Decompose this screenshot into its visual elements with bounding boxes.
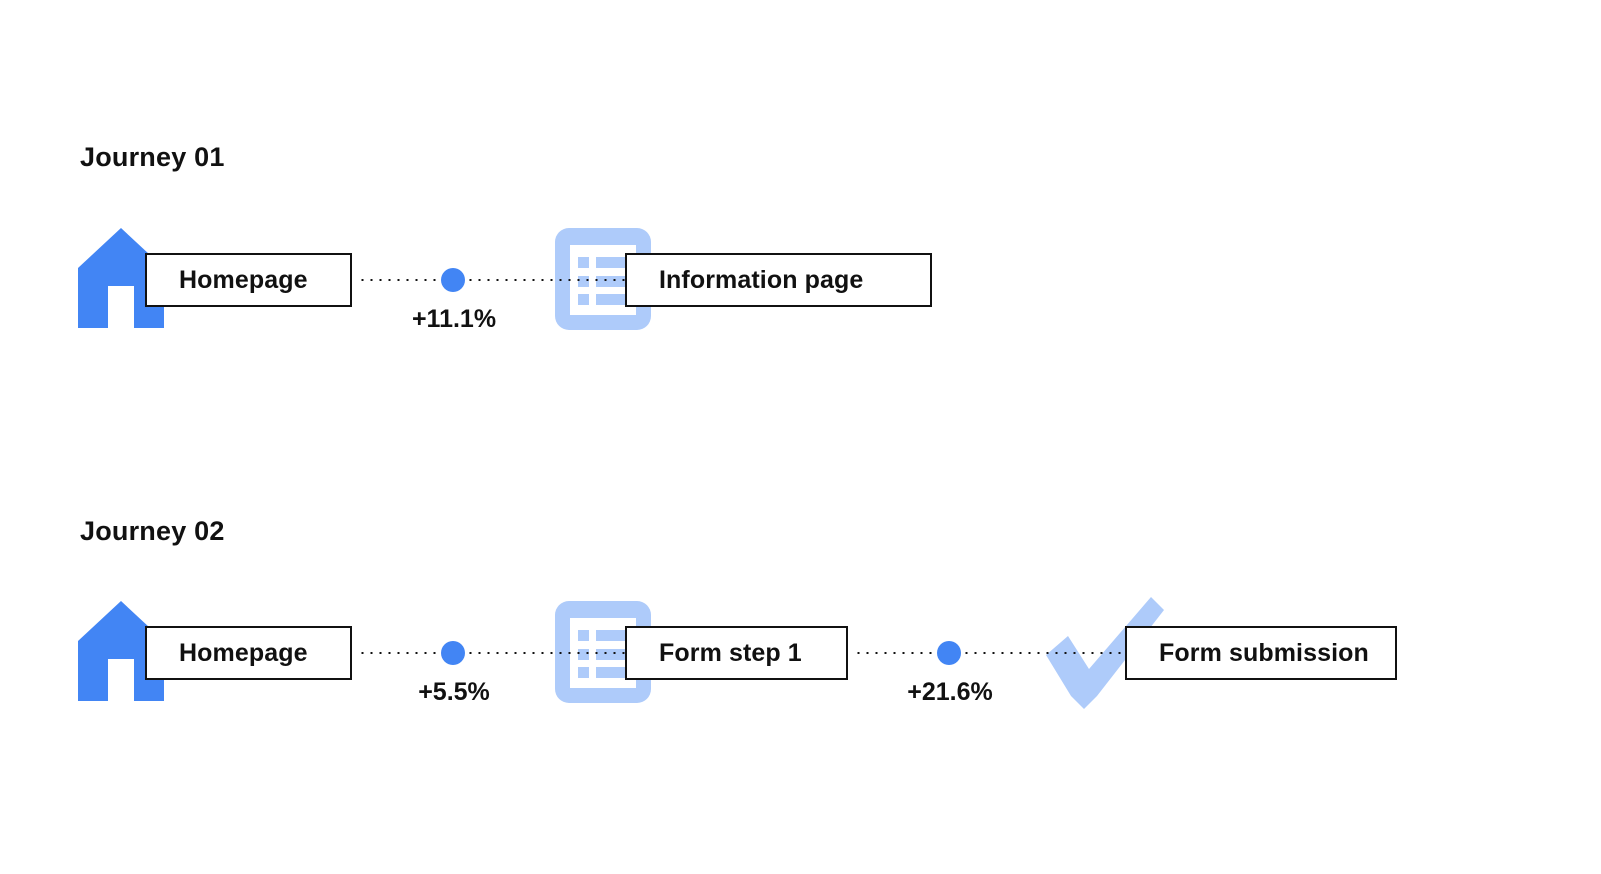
connector-line-journey-01-1 (358, 278, 626, 282)
node-form-submission-journey-02[interactable]: Form submission (1125, 626, 1397, 680)
connector-dot-journey-02-2[interactable] (937, 641, 961, 665)
journey-02-title: Journey 02 (80, 516, 225, 546)
node-label: Information page (659, 265, 864, 294)
house-icon (78, 601, 164, 701)
delta-label-journey-02-2: +21.6% (907, 678, 993, 706)
node-label: Form step 1 (659, 638, 802, 667)
journey-01-title: Journey 01 (80, 142, 225, 172)
house-icon (78, 228, 164, 328)
delta-label-journey-02-1: +5.5% (418, 678, 490, 706)
connector-line-journey-02-2 (854, 651, 1126, 655)
node-label: Homepage (179, 638, 308, 667)
node-label: Form submission (1159, 638, 1369, 667)
node-label: Homepage (179, 265, 308, 294)
delta-label-journey-01-1: +11.1% (411, 305, 497, 333)
connector-dot-journey-02-1[interactable] (441, 641, 465, 665)
connector-dot-journey-01-1[interactable] (441, 268, 465, 292)
node-information-page-journey-01[interactable]: Information page (625, 253, 932, 307)
node-homepage-journey-01[interactable]: Homepage (145, 253, 352, 307)
connector-line-journey-02-1 (358, 651, 626, 655)
node-form-step-1-journey-02[interactable]: Form step 1 (625, 626, 848, 680)
node-homepage-journey-02[interactable]: Homepage (145, 626, 352, 680)
